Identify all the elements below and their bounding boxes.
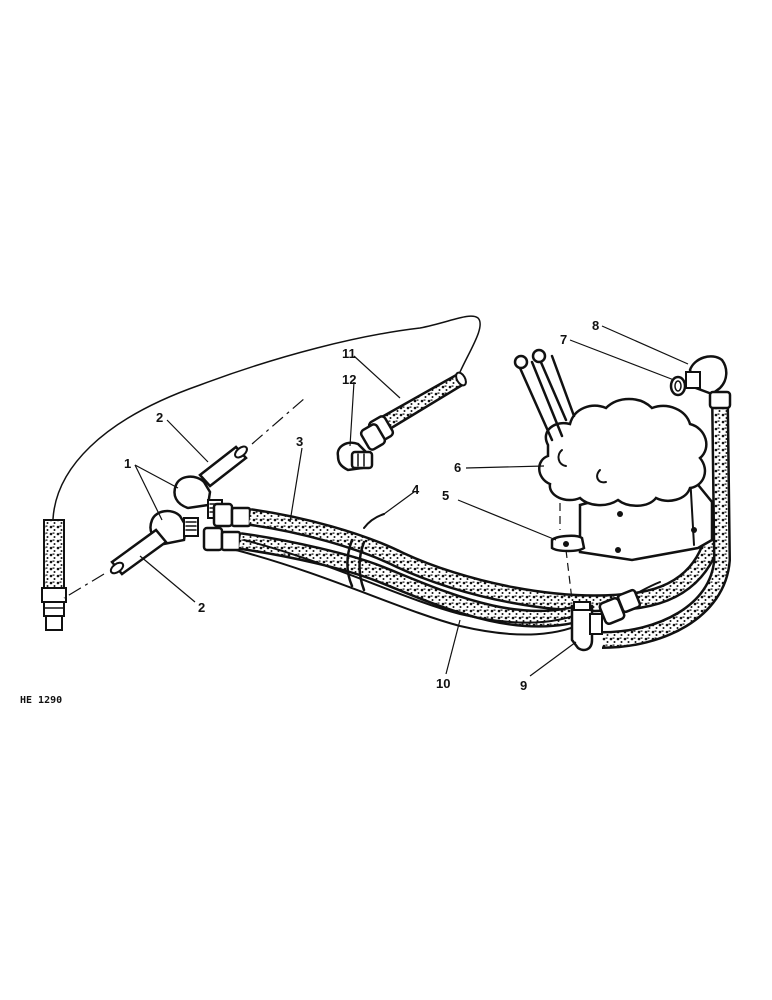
callout-2-upper: 2	[156, 410, 163, 425]
callout-7: 7	[560, 332, 567, 347]
callout-9: 9	[520, 678, 527, 693]
hose-detail-11	[359, 371, 467, 451]
callout-6: 6	[454, 460, 461, 475]
left-hose-end	[41, 519, 67, 631]
lower-tube	[63, 528, 168, 599]
upper-tube	[198, 397, 306, 488]
callout-4: 4	[412, 482, 420, 497]
hose-fittings-left	[202, 502, 252, 552]
callout-2-lower: 2	[198, 600, 205, 615]
elbow-fitting-8	[685, 355, 732, 410]
callout-11: 11	[342, 346, 356, 361]
callout-10: 10	[436, 676, 450, 691]
control-valve	[513, 348, 708, 507]
callout-3: 3	[296, 434, 303, 449]
swivel-fitting-12	[336, 441, 374, 472]
callout-5: 5	[442, 488, 449, 503]
hose-clamp	[346, 513, 385, 592]
callout-1: 1	[124, 456, 131, 471]
elbow-fitting-9	[570, 588, 642, 652]
braided-hoses	[238, 401, 732, 649]
callout-12: 12	[342, 372, 356, 387]
hose-loop-line	[52, 315, 481, 520]
leader-lines	[134, 325, 689, 677]
callout-8: 8	[592, 318, 599, 333]
o-ring	[669, 375, 687, 397]
callout-labels: 1 2 2 3 4 5 6 7 8 9 10 11 12	[124, 318, 599, 693]
reference-code: HE 1290	[20, 695, 62, 706]
